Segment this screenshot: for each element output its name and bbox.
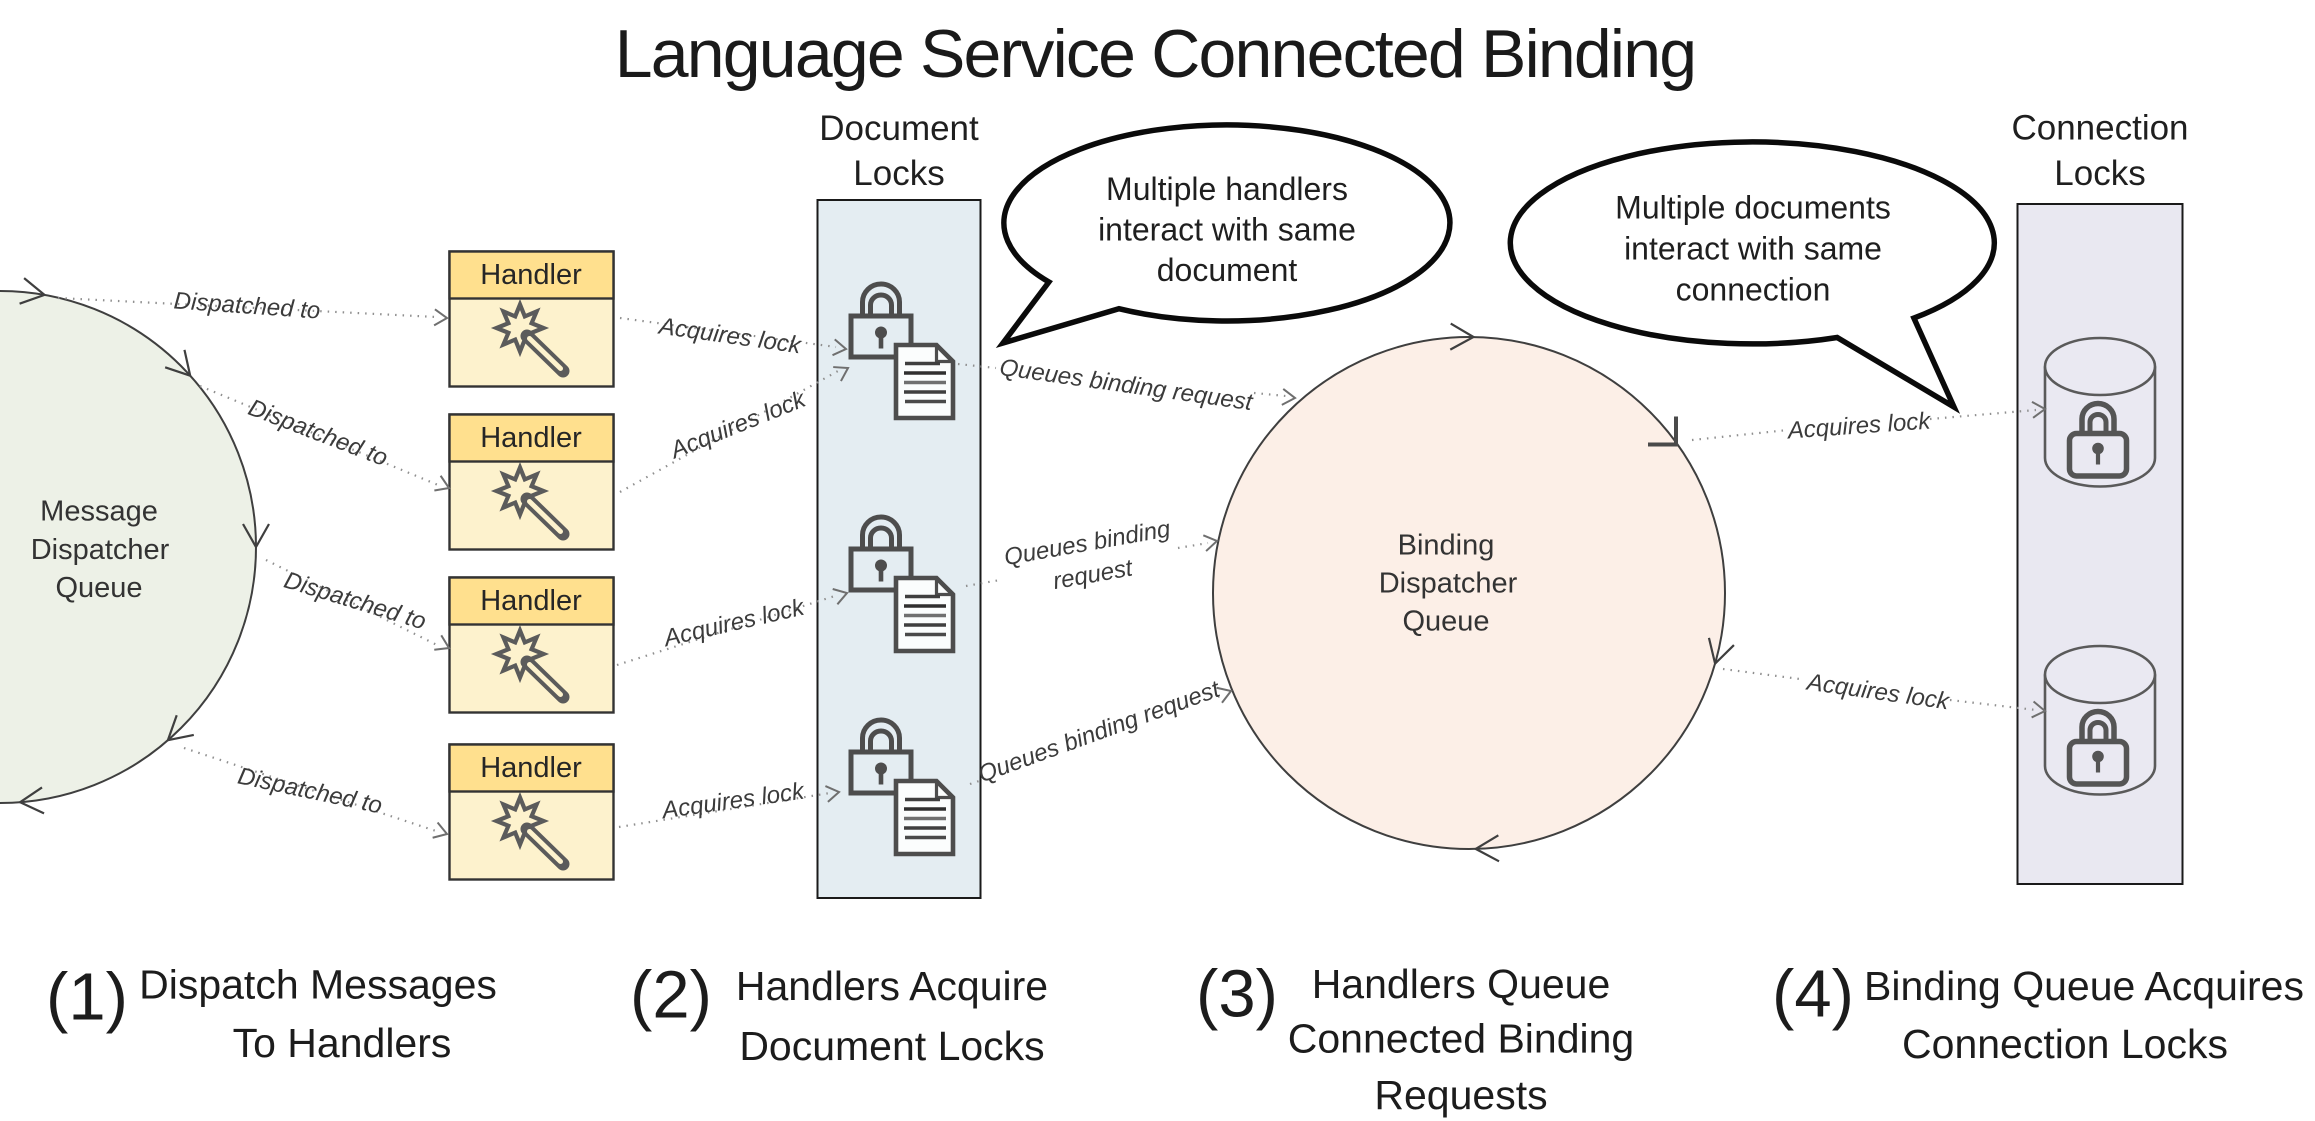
svg-text:Message: Message	[40, 496, 158, 528]
svg-text:Binding: Binding	[1398, 530, 1495, 562]
svg-text:Handler: Handler	[480, 752, 582, 784]
svg-text:(2): (2)	[630, 958, 712, 1033]
svg-text:Acquires lock: Acquires lock	[658, 777, 807, 824]
svg-text:Multiple documents: Multiple documents	[1615, 190, 1891, 226]
svg-text:Locks: Locks	[853, 154, 944, 193]
svg-text:Handler: Handler	[480, 585, 582, 617]
svg-text:Acquires lock: Acquires lock	[1785, 407, 1933, 444]
svg-text:Acquires lock: Acquires lock	[665, 385, 811, 465]
svg-text:(3): (3)	[1196, 957, 1278, 1032]
svg-text:Connection Locks: Connection Locks	[1902, 1021, 2228, 1067]
svg-text:Queue: Queue	[55, 572, 142, 604]
svg-text:Language Service Connected Bin: Language Service Connected Binding	[615, 16, 1696, 92]
svg-text:Queues binding request: Queues binding request	[998, 354, 1255, 416]
svg-text:Queues binding request: Queues binding request	[975, 675, 1225, 788]
svg-text:document: document	[1157, 252, 1298, 288]
svg-text:To Handlers: To Handlers	[233, 1020, 452, 1066]
svg-text:interact with same: interact with same	[1098, 212, 1356, 248]
svg-text:Document Locks: Document Locks	[739, 1023, 1044, 1069]
svg-text:Queue: Queue	[1402, 606, 1489, 638]
svg-text:Handler: Handler	[480, 422, 582, 454]
svg-text:Locks: Locks	[2054, 154, 2145, 193]
svg-text:Dispatcher: Dispatcher	[31, 534, 170, 566]
svg-text:Binding Queue Acquires: Binding Queue Acquires	[1864, 963, 2304, 1009]
svg-text:Multiple handlers: Multiple handlers	[1106, 171, 1348, 207]
svg-text:Handlers Queue: Handlers Queue	[1312, 961, 1611, 1007]
svg-text:Acquires lock: Acquires lock	[659, 593, 808, 652]
svg-text:Dispatch Messages: Dispatch Messages	[139, 962, 497, 1008]
svg-text:Connection: Connection	[2011, 109, 2188, 148]
svg-text:Dispatched to: Dispatched to	[235, 763, 384, 820]
svg-text:(1): (1)	[46, 960, 128, 1035]
svg-text:Acquires lock: Acquires lock	[655, 312, 804, 359]
svg-text:Dispatcher: Dispatcher	[1379, 568, 1518, 600]
svg-text:Requests: Requests	[1374, 1072, 1547, 1118]
svg-text:Dispatched to: Dispatched to	[245, 394, 392, 472]
svg-text:Connected Binding: Connected Binding	[1288, 1016, 1634, 1062]
svg-text:(4): (4)	[1772, 957, 1854, 1032]
svg-text:Document: Document	[819, 109, 979, 148]
svg-text:Dispatched to: Dispatched to	[173, 287, 321, 324]
svg-text:Acquires lock: Acquires lock	[1803, 668, 1952, 715]
svg-text:interact with same: interact with same	[1624, 231, 1882, 267]
svg-text:Handlers Acquire: Handlers Acquire	[736, 963, 1048, 1009]
svg-text:Handler: Handler	[480, 259, 582, 291]
svg-text:connection: connection	[1676, 272, 1831, 308]
svg-text:Dispatched to: Dispatched to	[281, 567, 429, 636]
